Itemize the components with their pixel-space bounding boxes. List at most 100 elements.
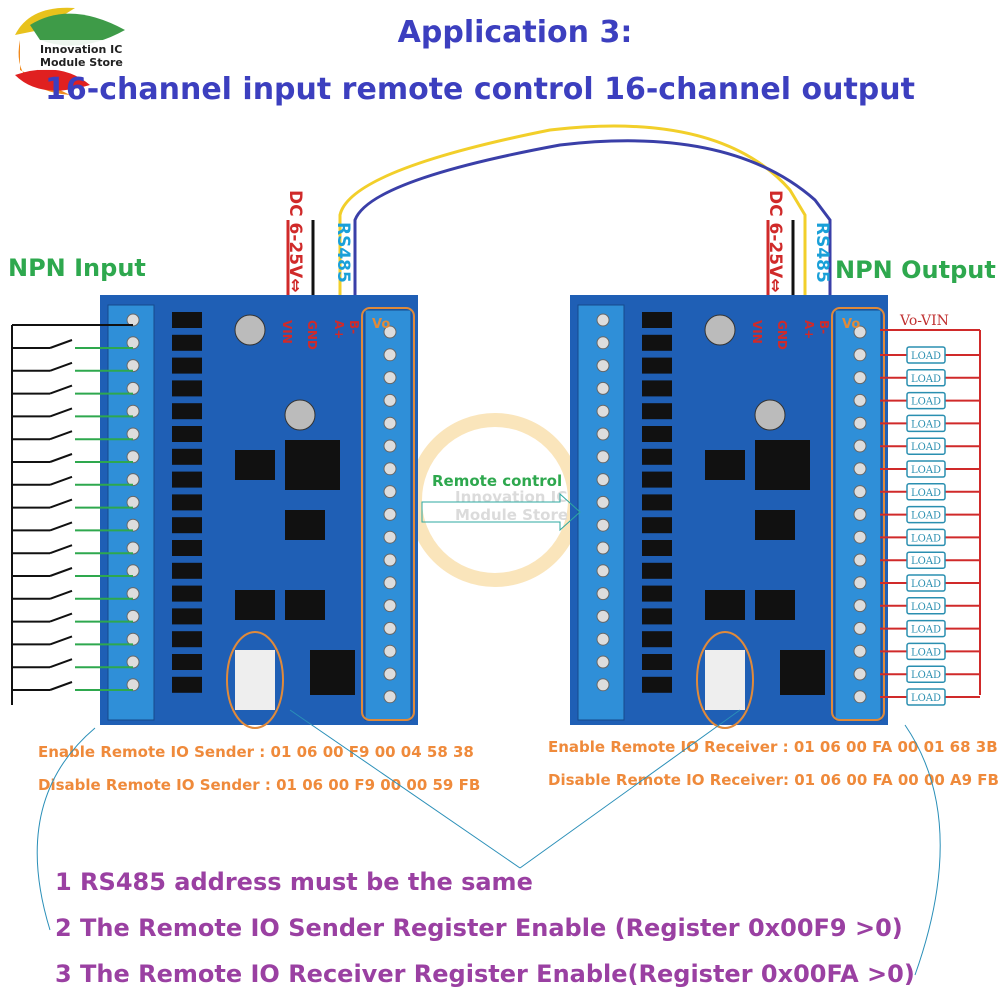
screw-terminal xyxy=(383,530,397,544)
input-switch xyxy=(49,589,73,600)
screw-terminal xyxy=(853,667,867,681)
input-switch xyxy=(49,384,73,395)
load-box xyxy=(906,688,946,706)
npn-output-label: NPN Output xyxy=(835,256,996,284)
terminal-label-a: A+ xyxy=(802,320,816,339)
optocoupler xyxy=(642,676,672,693)
load-box xyxy=(906,597,946,615)
screw-terminal xyxy=(853,325,867,339)
terminal-label-vo: Vo xyxy=(372,317,390,332)
screw-terminal xyxy=(383,667,397,681)
optocoupler xyxy=(172,334,202,351)
terminal-label-a: A+ xyxy=(332,320,346,339)
screw-terminal xyxy=(853,553,867,567)
input-switch xyxy=(49,430,73,441)
screw-terminal xyxy=(853,621,867,635)
load-box xyxy=(906,460,946,478)
screw-terminal xyxy=(853,371,867,385)
disable-sender-command: Disable Remote IO Sender : 01 06 00 F9 0… xyxy=(38,776,480,794)
input-switch xyxy=(49,453,73,463)
screw-terminal xyxy=(596,609,610,623)
optocoupler xyxy=(172,357,202,374)
chip xyxy=(755,590,795,620)
page-subtitle: 16-channel input remote control 16-chann… xyxy=(45,72,915,107)
chip xyxy=(310,650,355,695)
optocoupler xyxy=(642,426,672,442)
input-switch xyxy=(49,681,73,691)
watermark-text-1: Innovation IC xyxy=(455,488,567,506)
store-logo: Innovation IC Module Store xyxy=(15,7,125,95)
screw-terminal xyxy=(596,655,610,669)
chip xyxy=(705,450,745,480)
optocoupler xyxy=(172,585,202,602)
screw-terminal xyxy=(383,416,397,430)
screw-terminal xyxy=(853,348,867,362)
load-label: LOAD xyxy=(911,693,941,704)
optocoupler xyxy=(642,448,672,465)
screw-terminal xyxy=(383,599,397,613)
screw-terminal xyxy=(853,393,867,407)
optocoupler xyxy=(642,494,672,511)
optocoupler xyxy=(642,380,672,397)
screw-terminal xyxy=(383,690,397,704)
optocoupler xyxy=(172,631,202,648)
chip xyxy=(235,590,275,620)
screw-terminal xyxy=(596,427,610,441)
load-label: LOAD xyxy=(911,625,941,636)
screw-terminal xyxy=(596,336,610,350)
screw-terminal xyxy=(596,450,610,464)
input-switch xyxy=(49,544,73,555)
load-box xyxy=(906,665,946,683)
screw-terminal xyxy=(383,371,397,385)
chip xyxy=(285,440,340,490)
optocoupler xyxy=(172,312,202,328)
load-box xyxy=(906,528,946,547)
chip xyxy=(755,510,795,540)
screw-terminal xyxy=(596,381,610,395)
input-switch xyxy=(49,521,73,532)
screw-terminal xyxy=(383,348,397,362)
screw-terminal xyxy=(596,564,610,578)
screw-terminal xyxy=(853,690,867,704)
screw-terminal xyxy=(383,576,397,590)
optocoupler xyxy=(172,426,202,442)
load-label: LOAD xyxy=(911,488,941,499)
input-switch xyxy=(49,407,73,418)
terminal-label-b: B- xyxy=(347,320,361,334)
remote-control-arrow: Remote control xyxy=(421,472,581,532)
watermark-logo: Innovation IC Module Store xyxy=(408,413,582,587)
optocoupler xyxy=(642,312,672,328)
load-label: LOAD xyxy=(911,351,941,362)
terminal-label-vin: VIN xyxy=(280,320,294,344)
rs485-label-left: RS485 xyxy=(333,222,353,283)
screw-terminal xyxy=(596,473,610,487)
optocoupler xyxy=(172,676,202,693)
chip xyxy=(705,590,745,620)
power-label-right: DC 6-25V⇔ xyxy=(765,190,785,292)
load-label: LOAD xyxy=(911,579,941,590)
screw-terminal xyxy=(596,495,610,509)
load-box xyxy=(906,505,946,524)
screw-terminal xyxy=(383,553,397,567)
load-box xyxy=(906,483,946,501)
annotation-lines xyxy=(36,709,941,976)
load-label: LOAD xyxy=(911,602,941,613)
left-terminal-strip xyxy=(577,304,625,721)
optocoupler xyxy=(172,380,202,397)
screw-terminal xyxy=(853,416,867,430)
screw-terminal xyxy=(383,485,397,499)
left-terminal-strip xyxy=(107,304,155,721)
input-switch xyxy=(49,567,73,577)
screw-terminal xyxy=(383,462,397,476)
chip xyxy=(235,450,275,480)
optocoupler xyxy=(642,403,672,420)
optocoupler xyxy=(172,654,202,670)
npn-input-label: NPN Input xyxy=(8,254,146,282)
chip xyxy=(780,650,825,695)
dip-switch xyxy=(235,650,275,710)
rs485-b-wire xyxy=(353,139,832,310)
input-switch xyxy=(49,475,73,486)
screw-terminal xyxy=(596,404,610,418)
disable-receiver-command: Disable Remote IO Receiver: 01 06 00 FA … xyxy=(548,771,999,789)
dip-switch xyxy=(705,650,745,710)
